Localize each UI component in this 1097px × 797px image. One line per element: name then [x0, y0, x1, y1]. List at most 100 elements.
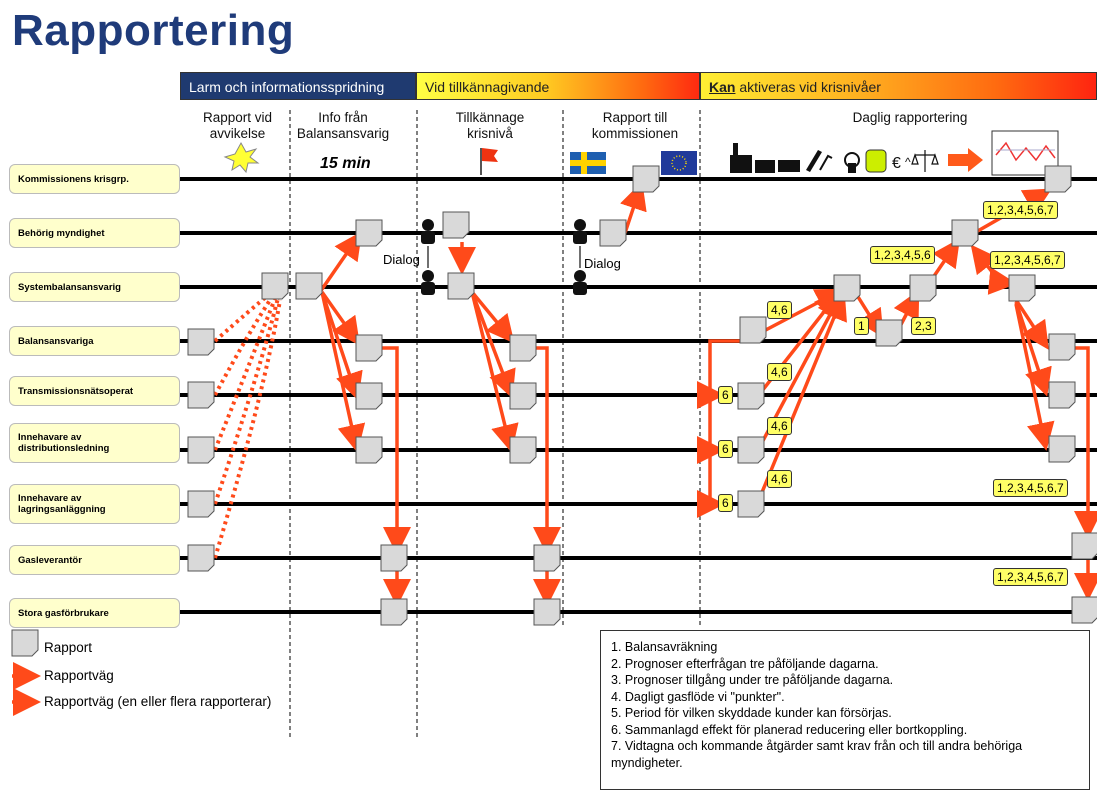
tag-label: 6 [718, 440, 733, 458]
tag-label: 1,2,3,4,5,6,7 [990, 251, 1065, 269]
legend-report-icon [11, 629, 39, 657]
report-boxes [187, 165, 1097, 626]
chimney-icon [733, 143, 738, 157]
note-item: 6. Sammanlagd effekt för planerad reduce… [611, 722, 968, 737]
dialog-label: Dialog [383, 252, 420, 267]
tag-label: 1 [854, 317, 869, 335]
tag-label: 4,6 [767, 417, 792, 435]
report-box [442, 211, 470, 239]
note-item: 5. Period för vilken skyddade kunder kan… [611, 706, 892, 720]
euro-icon: € [892, 155, 901, 172]
band-text: aktiveras vid krisnivåer [735, 79, 881, 95]
tag-label: 6 [718, 386, 733, 404]
report-box [737, 382, 765, 410]
time-label: 15 min [320, 155, 371, 172]
dialog-label: Dialog [584, 256, 621, 271]
report-box [380, 544, 408, 572]
report-box [951, 219, 979, 247]
scale-icon [911, 150, 939, 172]
report-box [1048, 333, 1076, 361]
report-box [599, 219, 627, 247]
person-icons [421, 219, 587, 295]
page-title: Rapportering [12, 6, 295, 55]
report-box [1008, 274, 1036, 302]
report-box [533, 598, 561, 626]
lane-supplier: Gasleverantör [9, 545, 180, 575]
report-box [187, 328, 215, 356]
report-box [261, 272, 289, 300]
svg-text:^: ^ [905, 155, 911, 169]
lane-authority: Behörig myndighet [9, 218, 180, 248]
report-box [187, 381, 215, 409]
tag-label: 4,6 [767, 470, 792, 488]
report-box [355, 334, 383, 362]
report-box [1048, 435, 1076, 463]
factory-icon [730, 155, 752, 173]
phase-band-announcement: Vid tillkännagivande [416, 72, 700, 100]
lane-large-consumers: Stora gasförbrukare [9, 598, 180, 628]
phase-band-crisis: Kan aktiveras vid krisnivåer [700, 72, 1097, 100]
tag-label: 4,6 [767, 363, 792, 381]
report-box [533, 544, 561, 572]
band-emphasis: Kan [709, 79, 736, 95]
report-box [355, 382, 383, 410]
note-item: 1. Balansavräkning [611, 640, 718, 654]
report-box [1044, 165, 1072, 193]
tag-label: 2,3 [911, 317, 936, 335]
report-box [1071, 532, 1097, 560]
legend-icons [11, 629, 41, 716]
phase-band-alarm: Larm och informationsspridning [180, 72, 416, 100]
report-box [1048, 381, 1076, 409]
truck-icon [778, 160, 800, 172]
tag-label: 1,2,3,4,5,6,7 [983, 201, 1058, 219]
report-box [909, 274, 937, 302]
report-box [875, 319, 903, 347]
right-arrow-icon [948, 148, 983, 172]
eu-flag-icon [661, 151, 697, 175]
tank-icon [865, 149, 887, 173]
industry-icons: € ^ [730, 130, 1059, 176]
report-box [1071, 596, 1097, 624]
legend-arrow-label: Rapportväg [44, 668, 114, 683]
lane-transmission: Transmissionsnätsoperat [9, 376, 180, 406]
report-box [187, 436, 215, 464]
report-box [509, 436, 537, 464]
report-box [509, 382, 537, 410]
phase-label-daily: Daglig rapportering [852, 110, 968, 125]
tag-label: 6 [718, 494, 733, 512]
report-box [833, 274, 861, 302]
tag-label: 1,2,3,4,5,6 [870, 246, 935, 264]
report-box [355, 436, 383, 464]
report-box [187, 490, 215, 518]
report-box [509, 334, 537, 362]
flag-icon [480, 148, 498, 175]
tag-label: 1,2,3,4,5,6,7 [993, 568, 1068, 586]
note-item: 3. Prognoser tillgång under tre påföljan… [611, 673, 894, 687]
report-box [380, 598, 408, 626]
house-icon [755, 160, 775, 173]
report-box [737, 436, 765, 464]
legend-report-label: Rapport [44, 640, 93, 655]
lane-commission: Kommissionens krisgrp. [9, 164, 180, 194]
note-item: 2. Prognoser efterfrågan tre påföljande … [611, 656, 879, 671]
report-box [295, 272, 323, 300]
tag-label: 1,2,3,4,5,6,7 [993, 479, 1068, 497]
lane-system-balance: Systembalansansvarig [9, 272, 180, 302]
report-box [355, 219, 383, 247]
legend-dotted-label: Rapportväg (en eller flera rapporterar) [44, 694, 272, 709]
report-box [739, 316, 767, 344]
alert-star-icon [223, 141, 260, 174]
report-box [447, 272, 475, 300]
note-item: 7. Vidtagna och kommande åtgärder samt k… [611, 739, 1023, 770]
sweden-flag-icon [570, 152, 606, 174]
report-box [632, 165, 660, 193]
report-box [187, 544, 215, 572]
note-item: 4. Dagligt gasflöde vi "punkter". [611, 689, 785, 704]
